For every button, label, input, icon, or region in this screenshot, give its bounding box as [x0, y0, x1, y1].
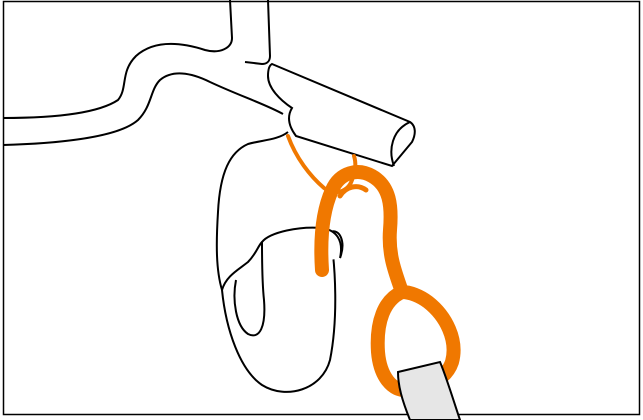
zipper-track-right: [245, 0, 270, 64]
zipper-track-lower: [3, 73, 283, 145]
zipper-track: [3, 0, 232, 118]
pull-cord-inner-loop: [340, 187, 366, 196]
